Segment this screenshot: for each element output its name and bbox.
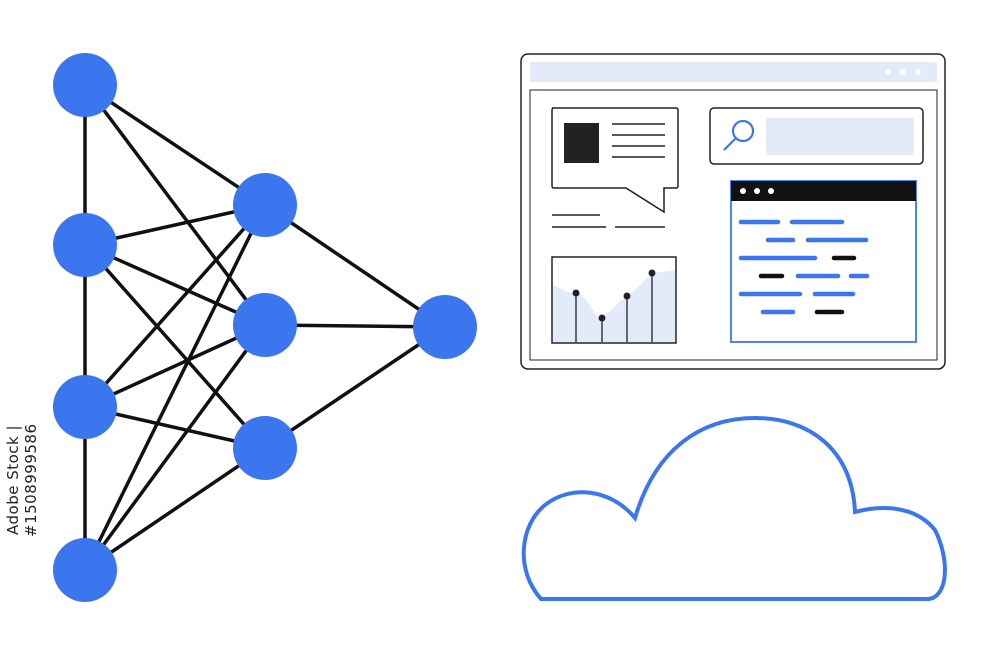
hidden-node — [233, 173, 297, 237]
network-nodes — [53, 53, 477, 602]
line-chart-icon — [551, 256, 677, 344]
text-lines — [552, 214, 665, 228]
browser-window-icon — [520, 53, 946, 370]
input-node — [53, 213, 117, 277]
search-bar — [709, 107, 924, 165]
hidden-node — [233, 416, 297, 480]
hidden-node — [233, 293, 297, 357]
window-dots-icon — [885, 69, 921, 75]
code-editor-icon — [730, 180, 917, 343]
browser-title-bar — [530, 62, 937, 82]
input-node — [53, 53, 117, 117]
search-input — [766, 118, 914, 155]
speech-bubble-card — [551, 107, 679, 214]
output-node — [413, 295, 477, 359]
input-node — [53, 538, 117, 602]
image-thumbnail — [564, 123, 599, 163]
input-node — [53, 375, 117, 439]
search-icon — [723, 119, 755, 151]
cloud-icon — [521, 415, 947, 601]
stock-watermark-id: Adobe Stock | #1508999586 — [4, 423, 40, 537]
